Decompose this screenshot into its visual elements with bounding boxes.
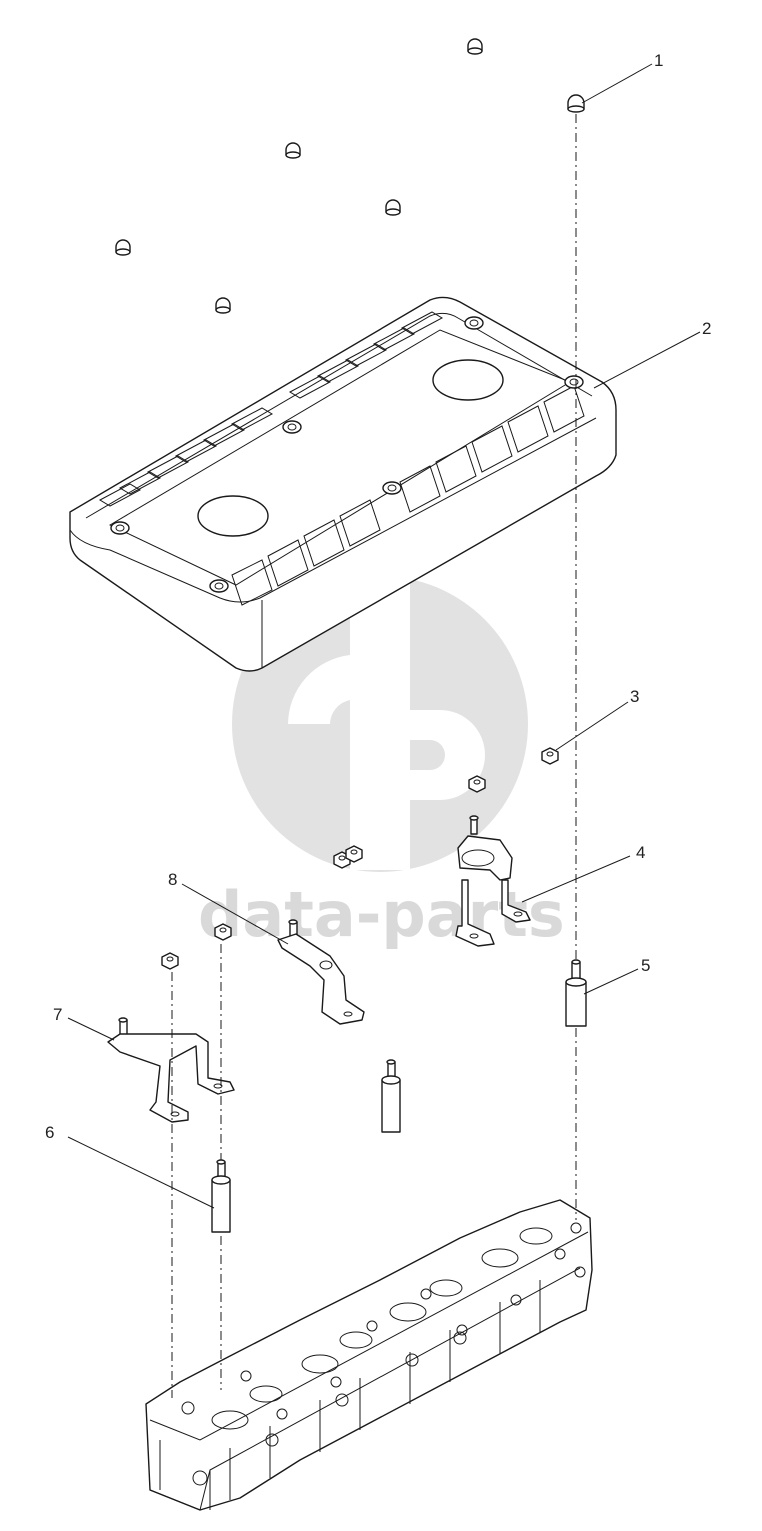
callout-8: 8 [168,870,177,889]
callout-3: 3 [630,687,639,706]
callout-4: 4 [636,843,645,862]
callout-5: 5 [641,956,650,975]
hex-nut [214,923,232,941]
callout-1: 1 [654,51,663,70]
cover-boss [282,420,302,434]
leader-lines [67,63,701,1209]
cover-boss [464,316,484,330]
cylinder-head [145,1199,593,1511]
acorn-nut [567,94,585,113]
stud [381,1059,401,1133]
acorn-nut [285,142,301,159]
valve-cover [69,296,617,672]
acorn-nut [385,199,401,216]
acorn-nut [215,297,231,314]
stud-6 [211,1159,231,1233]
bracket-8 [277,919,365,1025]
hex-nut [541,747,559,765]
cover-boss [209,579,229,593]
callout-6: 6 [45,1123,54,1142]
hex-nut [161,952,179,970]
hex-nut [345,845,363,863]
callout-7: 7 [53,1005,62,1024]
hex-nut [468,775,486,793]
callout-numbers: 1 2 3 4 5 6 7 8 [45,51,711,1142]
center-lines [171,114,577,1398]
acorn-nut [467,38,483,55]
bracket-7 [107,1017,235,1123]
cover-boss [110,521,130,535]
cover-boss [382,481,402,495]
stud-5 [565,959,587,1027]
cover-boss [564,375,584,389]
hex-nuts [161,747,559,970]
acorn-nuts [115,38,585,314]
acorn-nut [115,239,131,256]
bracket-4 [455,815,531,947]
callout-2: 2 [702,319,711,338]
